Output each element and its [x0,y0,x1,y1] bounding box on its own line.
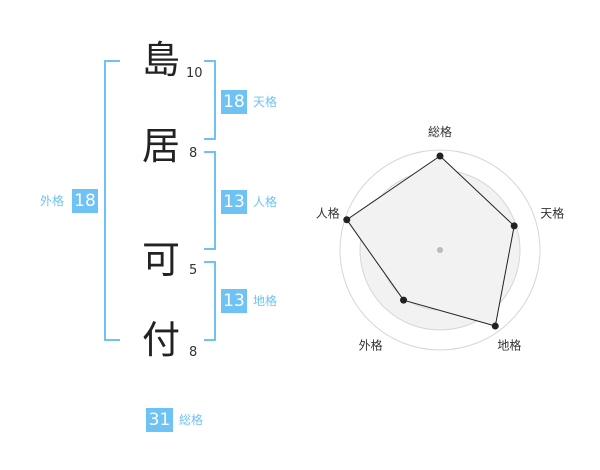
name-char-4: 付 [141,318,180,362]
chikaku-bracket [204,261,216,341]
stroke-count-2: 8 [189,146,198,161]
gaikaku-bracket [104,60,120,341]
radar-axis-label: 地格 [497,337,521,352]
name-char-3: 可 [141,238,180,282]
radar-center-dot [437,247,443,253]
stroke-count-1: 10 [186,66,203,81]
radar-point [510,222,518,230]
chikaku-value-badge: 13 [221,289,247,313]
chikaku-label: 地格 [253,294,278,308]
radar-point [400,296,408,304]
radar-value-shape [346,155,515,327]
stroke-count-4: 8 [189,345,198,360]
tenkaku-value-badge: 18 [221,90,247,114]
radar-point [343,216,351,224]
radar-axis-label: 人格 [316,206,340,221]
gaikaku-value-badge: 18 [72,189,98,213]
gaikaku-label: 外格 [40,194,65,208]
radar-point [491,322,499,330]
radar-point [436,152,444,160]
radar-axis-label: 総格 [428,124,452,139]
name-char-2: 居 [141,124,180,168]
jinkaku-label: 人格 [253,195,278,209]
jinkaku-value-badge: 13 [221,190,247,214]
radar-points [343,152,518,330]
radar-axis-label: 天格 [540,206,564,221]
name-char-1: 島 [141,38,180,82]
radar-axis-label: 外格 [359,337,383,352]
soukaku-label: 総格 [179,413,204,427]
jinkaku-bracket [204,151,216,250]
tenkaku-label: 天格 [253,95,278,109]
stroke-count-3: 5 [189,263,198,278]
tenkaku-bracket [204,60,216,140]
soukaku-value-badge: 31 [146,408,173,432]
